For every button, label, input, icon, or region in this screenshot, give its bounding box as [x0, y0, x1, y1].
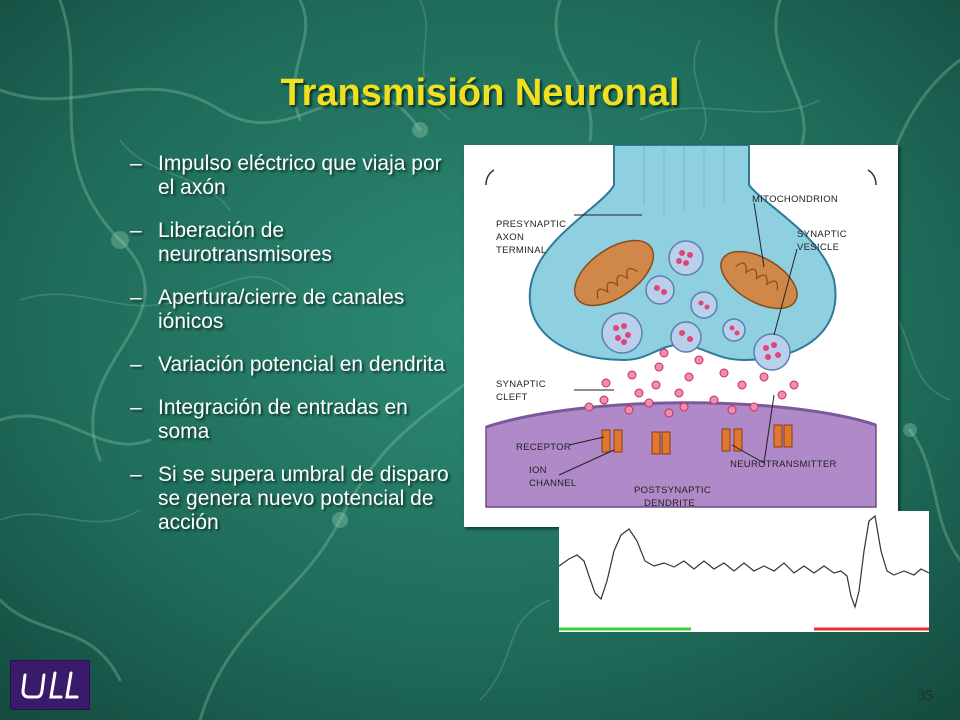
label-synaptic-vesicle-line1: SYNAPTIC [797, 229, 847, 240]
mitochondria [573, 239, 798, 310]
bullet-dash: – [130, 463, 142, 486]
bullet-list: –Impulso eléctrico que viaja por el axón… [130, 152, 460, 554]
synapse-illustration: PRESYNAPTIC AXON TERMINAL MITOCHONDRION … [485, 145, 877, 509]
label-postsynaptic-line2: DENDRITE [644, 498, 695, 509]
neurotransmitter-molecules [584, 348, 799, 418]
label-terminal: TERMINAL [496, 245, 546, 256]
vesicle-contents [613, 250, 781, 360]
synaptic-vesicles [601, 240, 791, 371]
bullet-dash: – [130, 152, 142, 175]
label-presynaptic: PRESYNAPTIC [496, 219, 566, 230]
bullet-item: –Liberación de neurotransmisores [130, 219, 460, 267]
bullet-dash: – [130, 353, 142, 376]
bullet-dash: – [130, 219, 142, 242]
label-ion-channel-line2: CHANNEL [529, 478, 577, 489]
label-axon: AXON [496, 232, 524, 243]
waveform-svg [559, 514, 929, 631]
bullet-text: Integración de entradas en soma [158, 396, 408, 443]
label-neurotransmitter: NEUROTRANSMITTER [730, 459, 837, 470]
ull-logo-mark [21, 671, 79, 699]
bullet-dash: – [130, 396, 142, 419]
bullet-text: Si se supera umbral de disparo se genera… [158, 463, 449, 534]
label-synaptic-cleft-line2: CLEFT [496, 392, 528, 403]
bullet-item: –Impulso eléctrico que viaja por el axón [130, 152, 460, 200]
bullet-dash: – [130, 286, 142, 309]
bullet-text: Impulso eléctrico que viaja por el axón [158, 152, 442, 199]
bullet-item: –Integración de entradas en soma [130, 396, 460, 444]
label-postsynaptic-line1: POSTSYNAPTIC [634, 485, 711, 496]
bullet-text: Liberación de neurotransmisores [158, 219, 332, 266]
label-receptor: RECEPTOR [516, 442, 571, 453]
synapse-figure: PRESYNAPTIC AXON TERMINAL MITOCHONDRION … [464, 145, 898, 527]
bullet-text: Apertura/cierre de canales iónicos [158, 286, 405, 333]
waveform-plot [559, 511, 929, 632]
label-mitochondrion: MITOCHONDRION [752, 194, 838, 205]
slide-number: 35 [918, 688, 933, 704]
waveform-trace [559, 514, 929, 610]
label-synaptic-vesicle-line2: VESICLE [797, 242, 839, 253]
ion-channels [601, 424, 793, 455]
ull-logo [10, 660, 90, 710]
slide-title: Transmisión Neuronal [280, 72, 680, 114]
bullet-text: Variación potencial en dendrita [158, 353, 445, 376]
bullet-item: –Variación potencial en dendrita [130, 353, 460, 377]
bullet-item: –Apertura/cierre de canales iónicos [130, 286, 460, 334]
label-synaptic-cleft-line1: SYNAPTIC [496, 379, 546, 390]
label-ion-channel-line1: ION [529, 465, 547, 476]
bullet-item: –Si se supera umbral de disparo se gener… [130, 463, 460, 535]
